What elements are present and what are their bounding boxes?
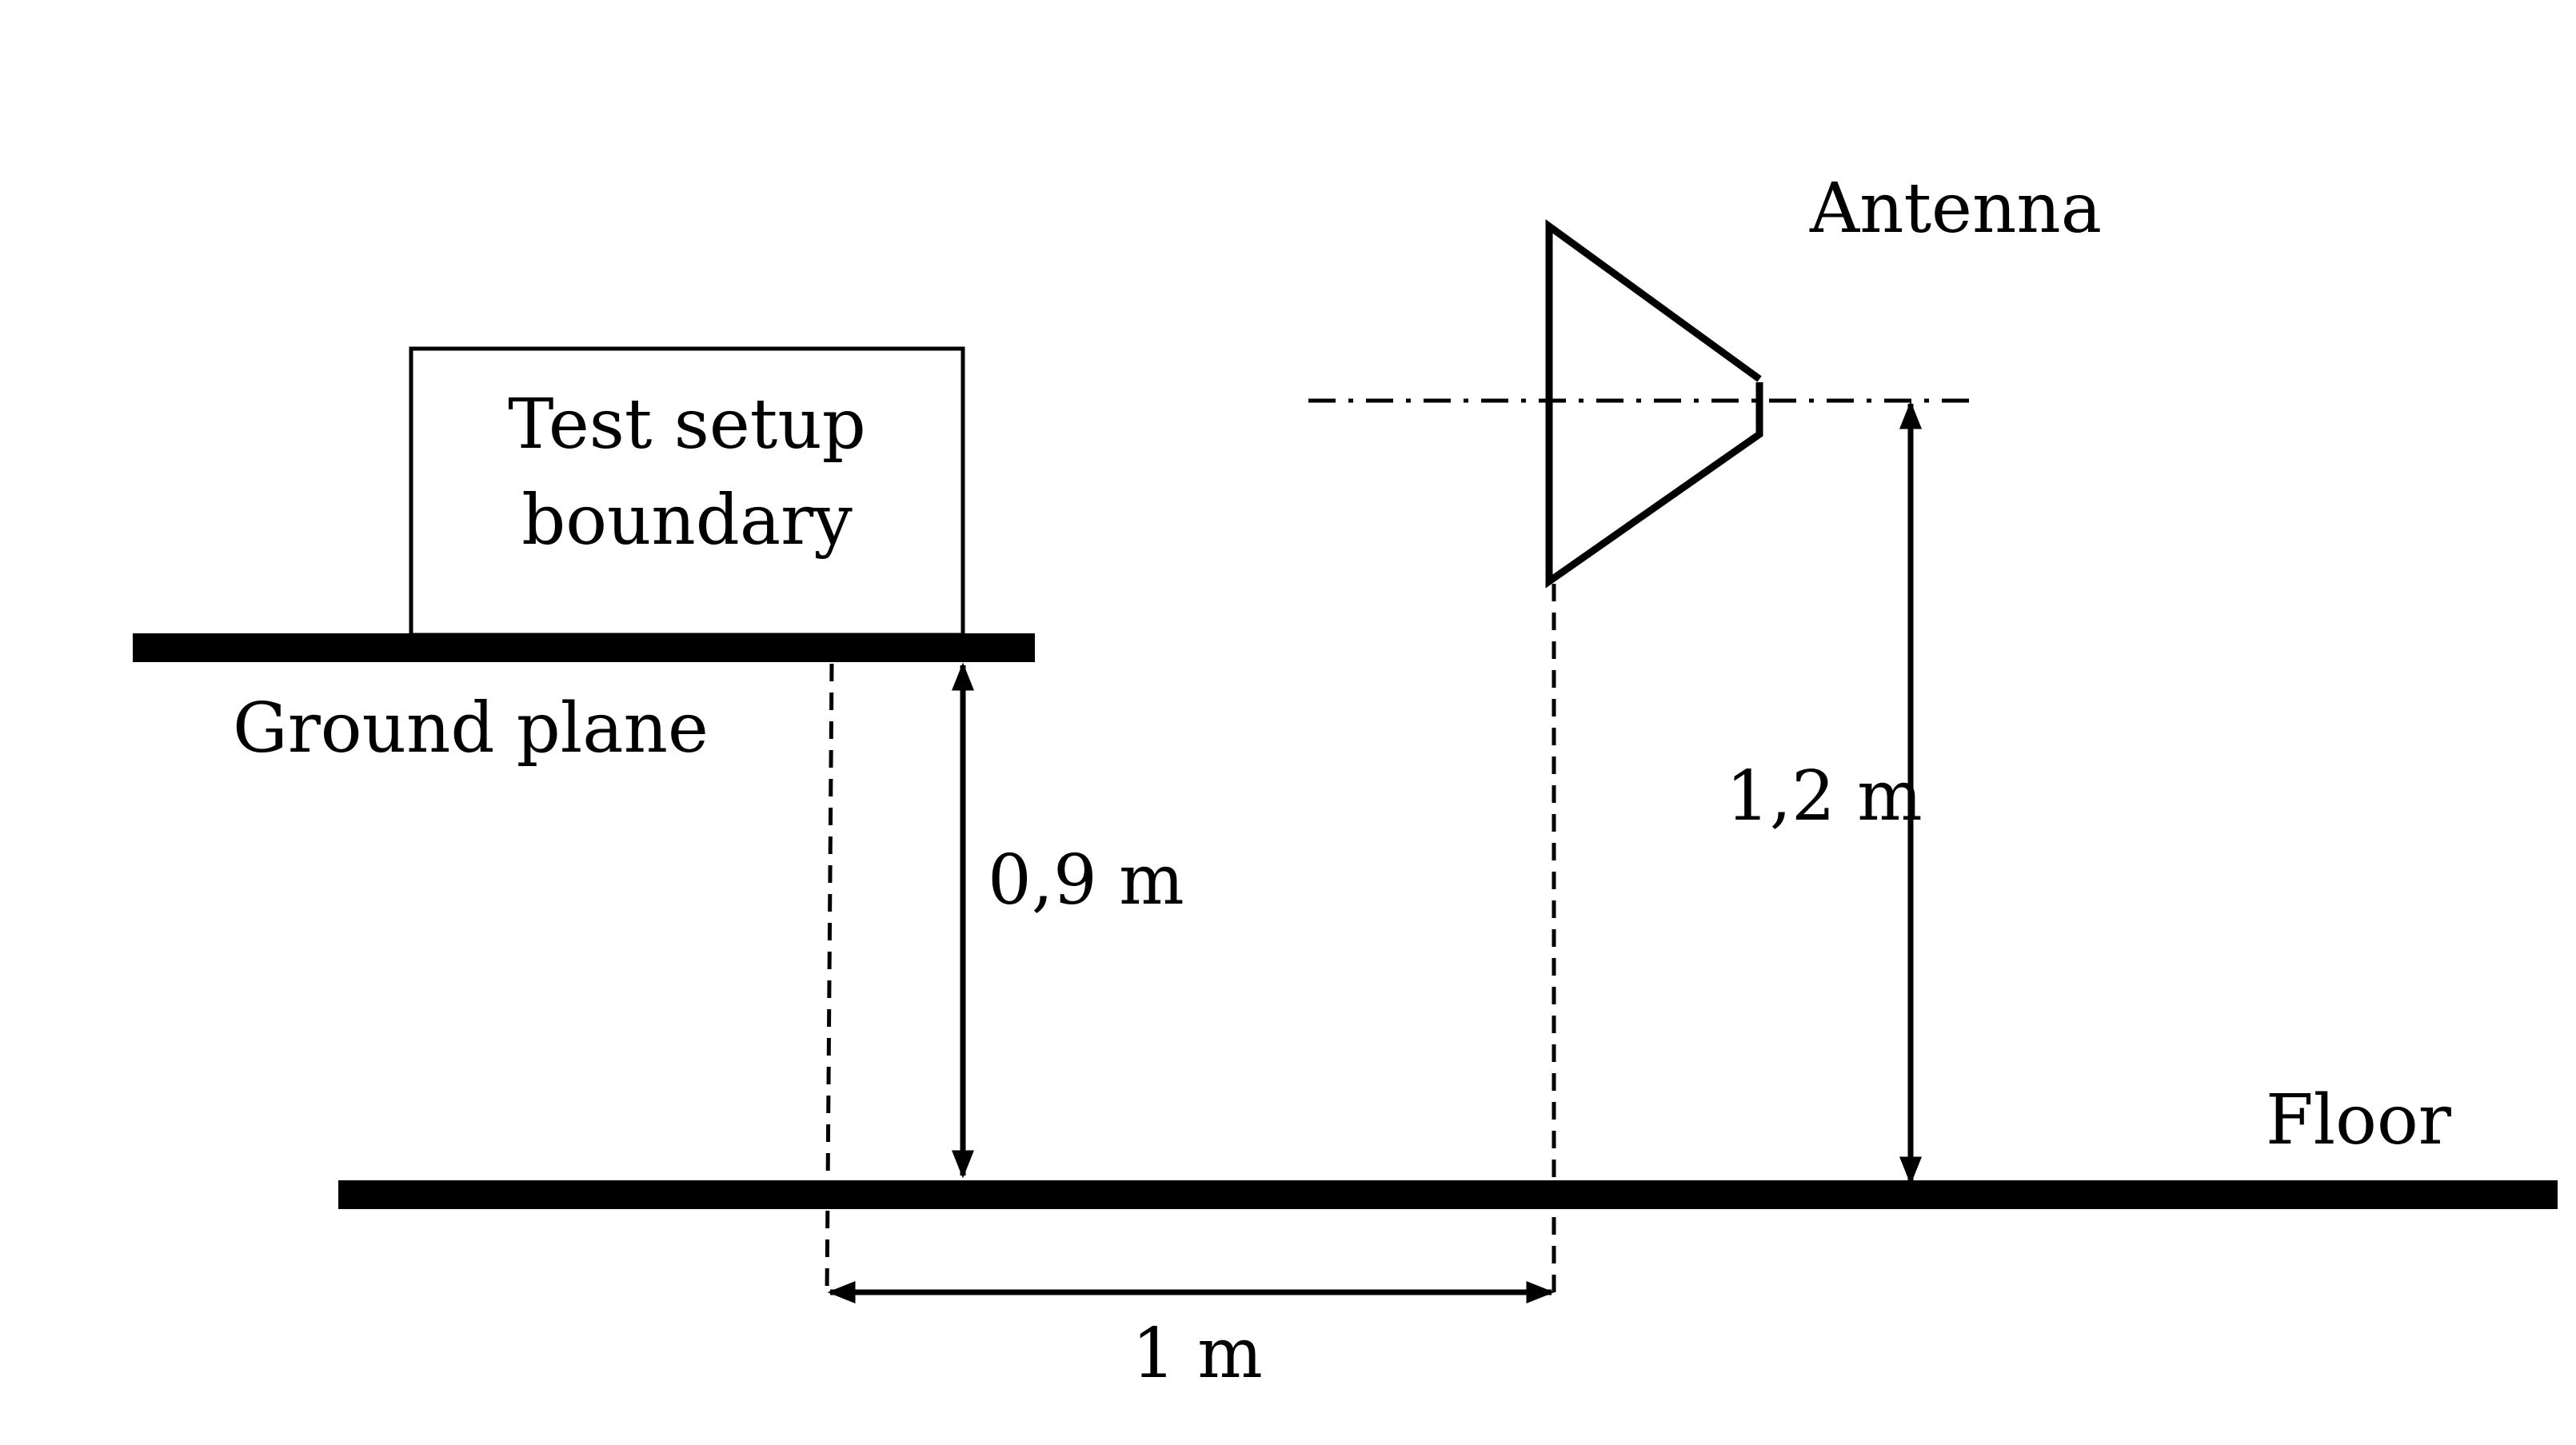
antenna-shape — [1545, 219, 1763, 589]
antenna-label: Antenna — [1809, 169, 2102, 249]
ground-plane-bar — [133, 633, 1035, 662]
ground-plane-label: Ground plane — [233, 689, 709, 768]
test-setup-boundary-box — [409, 346, 965, 637]
test-setup-label-line2: boundary — [521, 481, 853, 561]
height-ground-plane-label: 0,9 m — [988, 840, 1184, 920]
floor-label: Floor — [2266, 1080, 2452, 1160]
test-setup-projection-line — [825, 663, 834, 1296]
height-antenna-label: 1,2 m — [1726, 756, 1923, 836]
floor-bar — [338, 1180, 2558, 1209]
distance-label: 1 m — [1132, 1314, 1263, 1394]
test-setup-label-line1: Test setup — [508, 385, 866, 465]
